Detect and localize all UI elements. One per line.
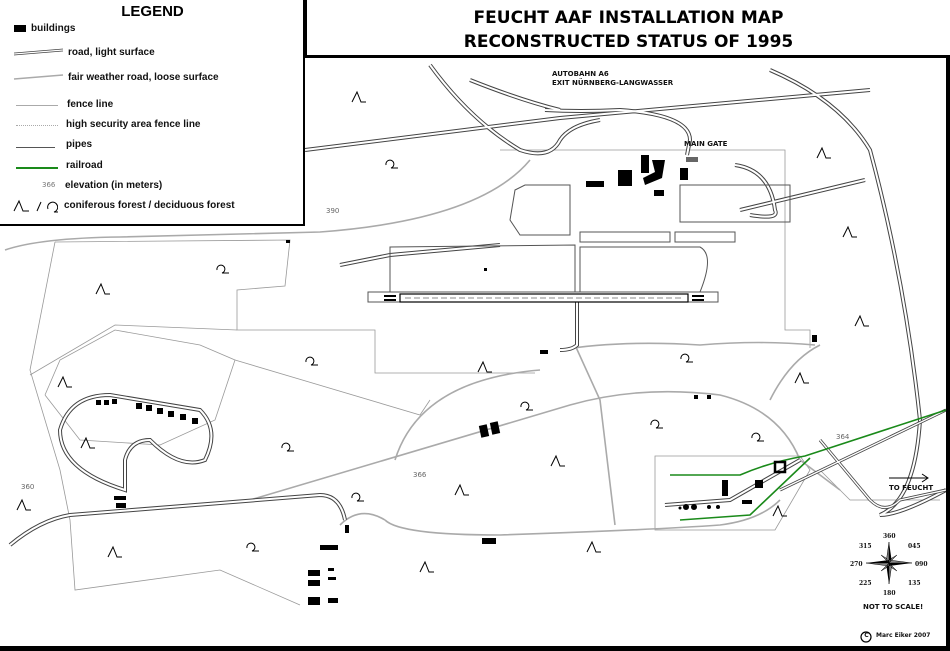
coniferous-forest-icon [794, 371, 809, 384]
coniferous-forest-icon [80, 436, 95, 449]
deciduous-forest-icon [305, 356, 318, 366]
buildings [96, 155, 817, 605]
railroad [670, 409, 946, 521]
coniferous-forest-icon [351, 90, 366, 103]
gravel-road-vertical [574, 344, 616, 526]
deciduous-forest-icon [680, 353, 693, 363]
forest-symbols-icon [13, 199, 58, 213]
not-to-scale-label: NOT TO SCALE! [863, 603, 924, 611]
fence-rail-area [654, 455, 811, 531]
deciduous-forest-icon [216, 264, 229, 274]
double-road-icon [13, 48, 64, 56]
coniferous-forest-icon [854, 314, 869, 327]
compass-s-label: 180 [883, 590, 896, 597]
gravel-road-icon [13, 74, 64, 80]
railroad-line-icon [16, 167, 58, 169]
to-feucht-arrow-icon [889, 473, 929, 483]
coniferous-forest-icon [842, 225, 857, 238]
compass-rose [865, 541, 913, 585]
title-panel: FEUCHT AAF INSTALLATION MAP RECONSTRUCTE… [307, 0, 950, 58]
copyright-icon [860, 631, 872, 643]
gravel-road-loop [384, 369, 781, 536]
copyright-label: Marc Eiker 2007 [876, 632, 931, 639]
fence-cloverleaf-area [44, 329, 236, 446]
coniferous-forest-icon [477, 360, 492, 373]
gravel-road-central-east [249, 390, 801, 501]
compass-sw-label: 225 [859, 580, 872, 587]
map-subtitle: RECONSTRUCTED STATUS OF 1995 [463, 32, 794, 52]
fence-line-icon [16, 105, 58, 106]
autobahn-exit-label: EXIT NÜRNBERG-LANGWASSER [552, 79, 674, 87]
fence-to-southeast [234, 359, 431, 416]
copyright-symbol: C [864, 632, 869, 639]
pipe-line-icon [16, 147, 55, 148]
fence-south [59, 469, 301, 606]
compass-se-label: 135 [908, 580, 921, 587]
aprons [367, 184, 791, 303]
compass-e-label: 090 [915, 561, 928, 568]
compass-ne-label: 045 [908, 543, 921, 550]
coniferous-forest-icon [550, 454, 565, 467]
main-gate-label: MAIN GATE [684, 140, 728, 148]
elevation-sample: 366 [42, 181, 56, 189]
elevation-label: 364 [836, 433, 850, 441]
paved-roads [8, 63, 946, 547]
gravel-road-rail-east [799, 459, 841, 491]
to-feucht-label: TO FEUCHT [889, 484, 934, 492]
taxiway-block-1 [579, 231, 671, 243]
west-camp-road [8, 492, 347, 547]
fence-north-west [54, 239, 535, 374]
gravel-road-southwest [339, 512, 386, 526]
compass-n-label: 360 [883, 533, 896, 540]
coniferous-forest-icon [95, 282, 110, 295]
coniferous-forest-icon [57, 375, 72, 388]
east-perimeter-road [769, 68, 946, 517]
fence-east [819, 469, 940, 501]
deciduous-forest-icon [520, 401, 533, 411]
coniferous-forest-icon [419, 560, 434, 573]
security-fence-icon [16, 125, 58, 126]
road-to-feucht [818, 439, 946, 509]
gravel-road-north-east-arc [559, 341, 816, 351]
coniferous-forest-icon [16, 498, 31, 511]
legend-panel: LEGEND buildings road, light surface fai… [0, 0, 305, 226]
deciduous-forest-icon [246, 542, 259, 552]
legend-title: LEGEND [121, 3, 184, 20]
forest-symbols [16, 90, 869, 573]
compass-w-label: 270 [850, 561, 863, 568]
building-swatch-icon [14, 25, 26, 32]
gravel-road-north [4, 159, 531, 251]
fence-west [29, 241, 61, 471]
deciduous-forest-icon [650, 419, 663, 429]
gravel-road-east [769, 344, 821, 401]
autobahn [304, 88, 871, 152]
elevation-label: 390 [326, 207, 340, 215]
compass-nw-label: 315 [859, 543, 872, 550]
coniferous-forest-icon [454, 483, 469, 496]
coniferous-forest-icon [816, 146, 831, 159]
deciduous-forest-icon [385, 159, 398, 169]
deciduous-forest-icon [351, 492, 364, 502]
elevation-label: 360 [21, 483, 35, 491]
deciduous-forest-icon [281, 442, 294, 452]
title-left-border [305, 0, 307, 58]
coniferous-forest-icon [107, 545, 122, 558]
apron-gate [679, 184, 791, 223]
fence-west-inner [29, 324, 238, 376]
coniferous-forest-icon [772, 504, 787, 517]
deciduous-forest-icon [751, 432, 764, 442]
apron-east [579, 246, 708, 293]
apron-north [509, 184, 571, 236]
map-title: FEUCHT AAF INSTALLATION MAP [473, 8, 784, 28]
coniferous-forest-icon [586, 540, 601, 553]
runway [384, 293, 704, 303]
autobahn-label: AUTOBAHN A6 [552, 70, 609, 78]
elevation-label: 366 [413, 471, 427, 479]
runway-access-road [559, 300, 579, 352]
gravel-roads [4, 159, 841, 536]
taxiway-block-2 [674, 231, 736, 243]
